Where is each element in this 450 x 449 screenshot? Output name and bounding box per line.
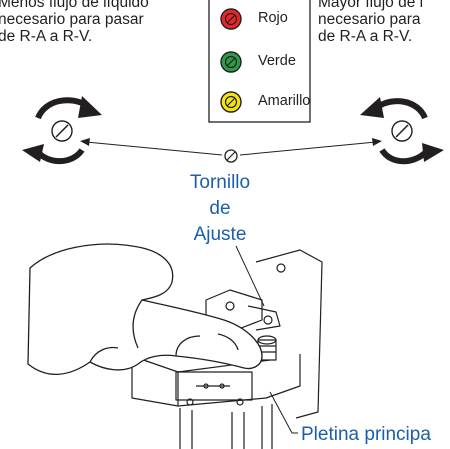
left-note-line2: necesario para pasar [0, 11, 144, 28]
center-screw-icon [224, 149, 238, 163]
right-note-line2: necesario para [318, 11, 421, 28]
legend-label-red: Rojo [258, 10, 288, 26]
hand-illustration [27, 243, 263, 376]
arrow-head-left [80, 138, 90, 146]
arrow-line-right [239, 141, 377, 156]
left-note: Menos flujo de líquido necesario para pa… [0, 0, 188, 45]
right-note: Mayor flujo de l necesario para de R-A a… [318, 0, 450, 45]
left-rotate-screw-icon [22, 96, 102, 165]
main-plate-label: Pletina principa [301, 424, 431, 445]
right-note-line1: Mayor flujo de l [318, 0, 424, 11]
left-note-line3: de R-A a R-V. [0, 28, 93, 45]
legend-yellow-icon [220, 91, 242, 113]
right-note-line3: de R-A a R-V. [318, 28, 413, 45]
legend-label-yellow: Amarillo [258, 93, 311, 109]
adjustment-screw-label: Tornillo de Ajuste [175, 170, 265, 248]
right-rotate-screw-icon [360, 97, 444, 165]
screw-leader-line [235, 245, 265, 307]
legend-red-icon [220, 8, 242, 30]
legend-green-icon [220, 51, 242, 73]
plate-leader-line [269, 391, 298, 434]
screw-label-line3: Ajuste [193, 224, 247, 245]
screw-label-line1: Tornillo [189, 172, 251, 193]
arrow-head-right [372, 138, 382, 146]
left-note-line1: Menos flujo de líquido [0, 0, 149, 11]
screw-label-line2: de [209, 198, 231, 219]
legend-label-green: Verde [258, 53, 296, 69]
arrow-line-left [85, 141, 223, 156]
